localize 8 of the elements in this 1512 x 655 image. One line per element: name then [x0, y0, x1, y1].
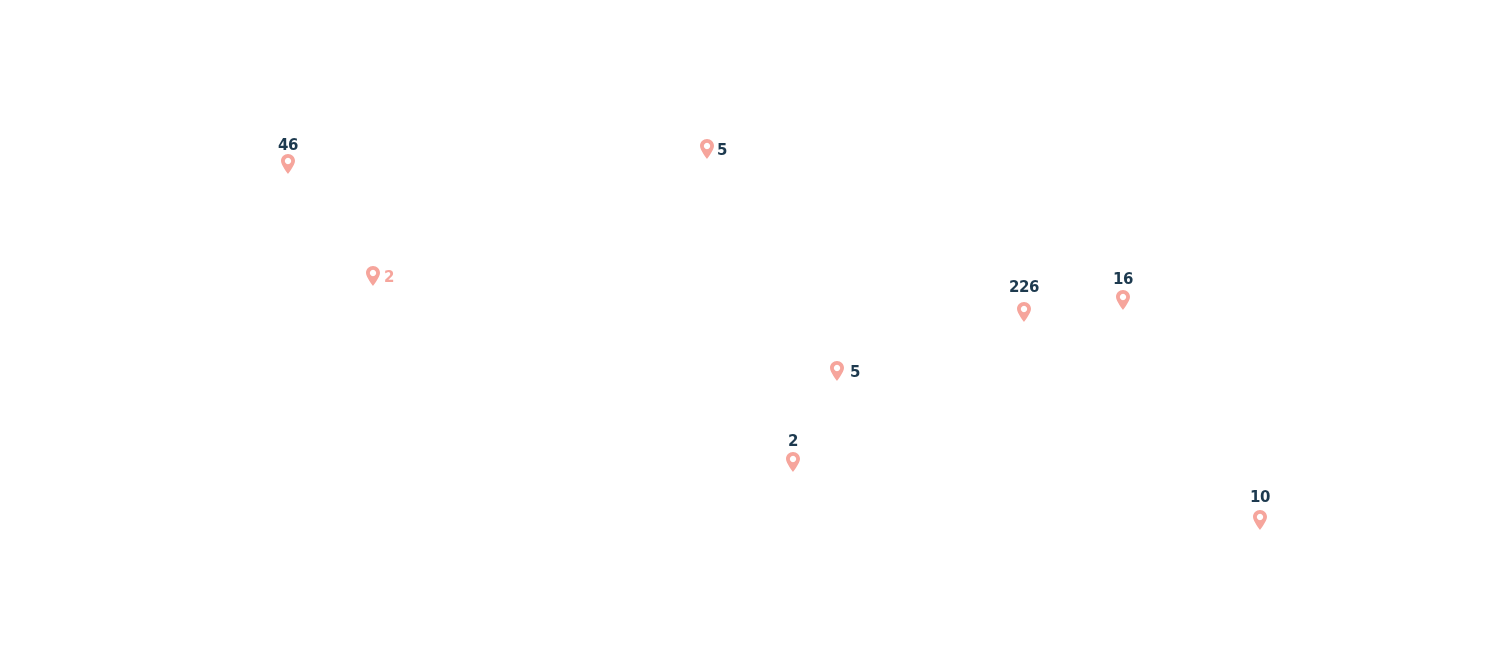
count-label: 226	[1009, 279, 1039, 295]
count-label: 5	[850, 364, 860, 380]
count-label: 16	[1113, 271, 1133, 287]
count-label: 5	[717, 142, 727, 158]
count-label: 2	[788, 433, 798, 449]
count-label: 10	[1250, 489, 1270, 505]
count-label: 46	[278, 137, 298, 153]
count-label: 2	[384, 269, 394, 285]
